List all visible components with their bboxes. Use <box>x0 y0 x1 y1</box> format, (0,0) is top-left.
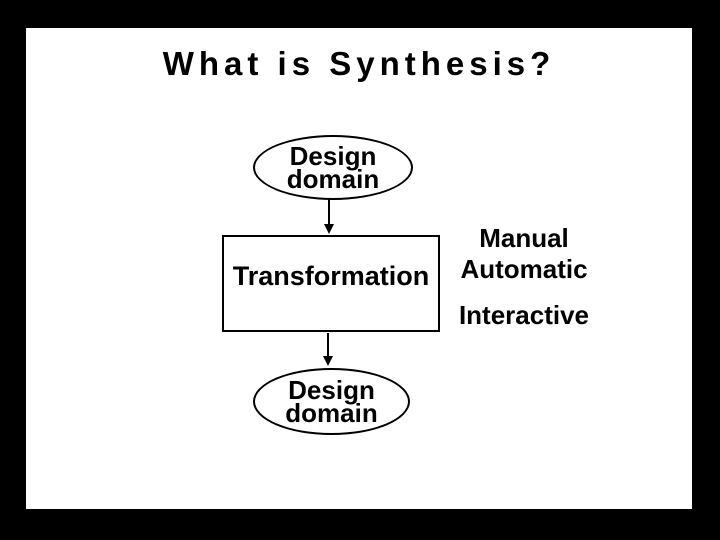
slide-title: What is Synthesis? <box>162 45 556 82</box>
arrow-source-to-transformation-head-icon <box>324 224 334 234</box>
arrow-source-to-transformation-line <box>328 199 330 225</box>
transformation-label: Transformation <box>232 261 430 291</box>
method-label-interactive: Interactive <box>458 300 590 330</box>
arrow-transformation-to-target-line <box>327 333 329 358</box>
transformation-box: Transformation <box>222 235 440 332</box>
method-label-manual: Manual <box>479 223 569 253</box>
target-design-domain-line2: domain <box>285 397 378 428</box>
method-label-automatic: Automatic <box>460 254 588 284</box>
arrow-transformation-to-target-head-icon <box>323 356 333 366</box>
target-design-domain-line1: Design <box>288 374 375 405</box>
source-design-domain-ellipse: Design domain <box>253 135 413 200</box>
target-design-domain-ellipse: Design domain <box>253 368 410 435</box>
source-design-domain-line2: domain <box>286 163 380 194</box>
source-design-domain-line1: Design <box>289 140 377 171</box>
